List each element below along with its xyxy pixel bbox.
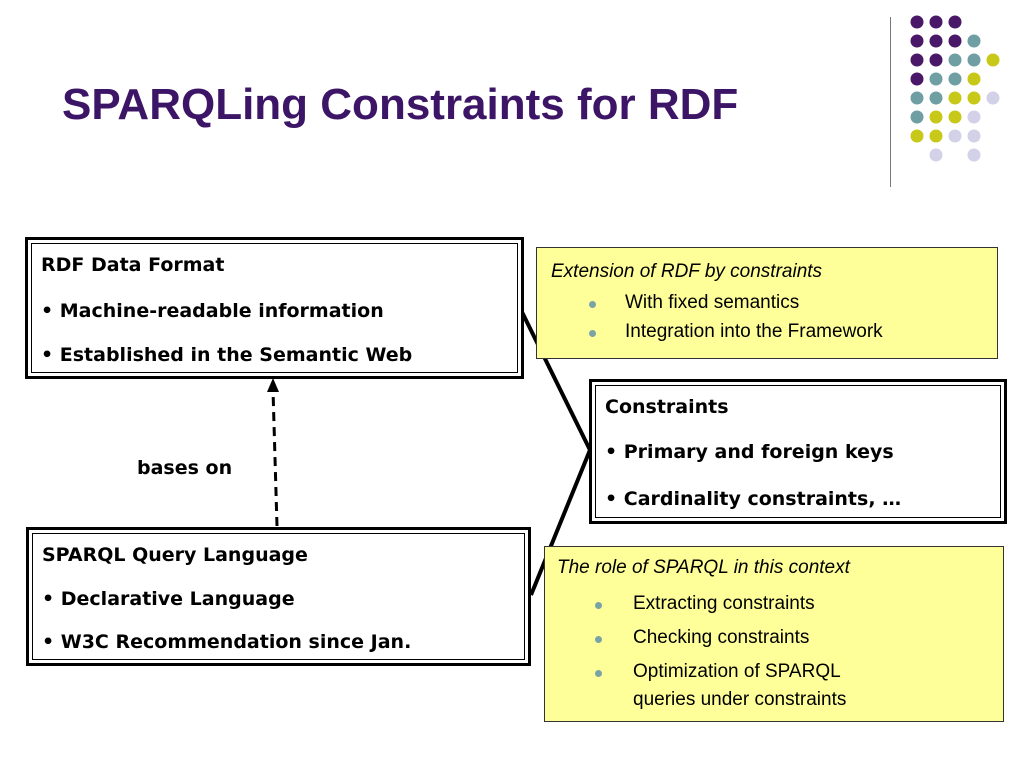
rdf-data-format-box: RDF Data Format • Machine-readable infor… bbox=[25, 237, 524, 379]
decorative-dot bbox=[910, 129, 924, 143]
rdf-box-item-1: • Machine-readable information bbox=[41, 300, 384, 322]
extension-callout: Extension of RDF by constraints With fix… bbox=[536, 247, 998, 359]
decorative-dot bbox=[948, 110, 962, 124]
decorative-dot bbox=[910, 91, 924, 105]
bases-on-arrow-line bbox=[271, 389, 279, 527]
decorative-dot bbox=[986, 91, 1000, 105]
decorative-dot bbox=[986, 53, 1000, 67]
constraints-box-item-1: • Primary and foreign keys bbox=[605, 441, 894, 463]
decorative-dot bbox=[948, 53, 962, 67]
decorative-dot bbox=[929, 53, 943, 67]
sparql-query-language-box: SPARQL Query Language • Declarative Lang… bbox=[26, 527, 531, 666]
bracket-line-rdf bbox=[519, 309, 592, 451]
decorative-dot bbox=[967, 34, 981, 48]
decorative-dot bbox=[929, 148, 943, 162]
constraints-box-item-2: • Cardinality constraints, … bbox=[605, 488, 902, 510]
decorative-dot bbox=[967, 91, 981, 105]
decorative-dot bbox=[910, 15, 924, 29]
bullet-icon bbox=[595, 602, 602, 609]
role-item-3-continued: queries under constraints bbox=[633, 689, 847, 710]
decorative-dot bbox=[948, 15, 962, 29]
bullet-icon bbox=[595, 670, 602, 677]
decorative-dot bbox=[948, 72, 962, 86]
decorative-divider bbox=[890, 17, 891, 187]
bullet-icon bbox=[589, 330, 596, 337]
decorative-dot bbox=[929, 72, 943, 86]
extension-item-1: With fixed semantics bbox=[625, 292, 800, 313]
bullet-icon bbox=[589, 301, 596, 308]
decorative-dot bbox=[967, 72, 981, 86]
rdf-box-item-2: • Established in the Semantic Web bbox=[41, 344, 413, 366]
constraints-box: Constraints • Primary and foreign keys •… bbox=[589, 379, 1007, 524]
decorative-dot bbox=[929, 110, 943, 124]
decorative-dot bbox=[929, 129, 943, 143]
decorative-dot bbox=[910, 110, 924, 124]
sparql-box-item-1: • Declarative Language bbox=[42, 588, 295, 610]
decorative-dot bbox=[948, 129, 962, 143]
extension-item-2: Integration into the Framework bbox=[625, 321, 883, 342]
role-callout-heading: The role of SPARQL in this context bbox=[557, 557, 850, 578]
decorative-dot bbox=[948, 91, 962, 105]
decorative-dot-grid bbox=[910, 15, 1000, 162]
decorative-dot bbox=[967, 53, 981, 67]
decorative-dot bbox=[948, 34, 962, 48]
decorative-dot bbox=[929, 15, 943, 29]
bases-on-arrowhead bbox=[267, 378, 279, 392]
constraints-box-heading: Constraints bbox=[605, 396, 729, 418]
decorative-dot bbox=[910, 34, 924, 48]
decorative-dot bbox=[910, 53, 924, 67]
bullet-icon bbox=[595, 636, 602, 643]
slide-title: SPARQLing Constraints for RDF bbox=[62, 80, 739, 129]
role-item-3: Optimization of SPARQL bbox=[633, 661, 841, 682]
sparql-box-item-2: • W3C Recommendation since Jan. bbox=[42, 631, 412, 653]
sparql-box-heading: SPARQL Query Language bbox=[42, 544, 308, 566]
decorative-dot bbox=[967, 148, 981, 162]
decorative-dot bbox=[967, 129, 981, 143]
role-of-sparql-callout: The role of SPARQL in this context Extra… bbox=[544, 546, 1004, 722]
role-item-2: Checking constraints bbox=[633, 627, 810, 648]
bases-on-label: bases on bbox=[137, 457, 233, 479]
decorative-dot bbox=[967, 110, 981, 124]
role-item-1: Extracting constraints bbox=[633, 593, 815, 614]
rdf-box-heading: RDF Data Format bbox=[41, 254, 225, 276]
decorative-dot bbox=[910, 72, 924, 86]
bracket-line-sparql bbox=[529, 449, 592, 596]
extension-callout-heading: Extension of RDF by constraints bbox=[551, 261, 823, 282]
decorative-dot bbox=[929, 91, 943, 105]
decorative-dot bbox=[929, 34, 943, 48]
